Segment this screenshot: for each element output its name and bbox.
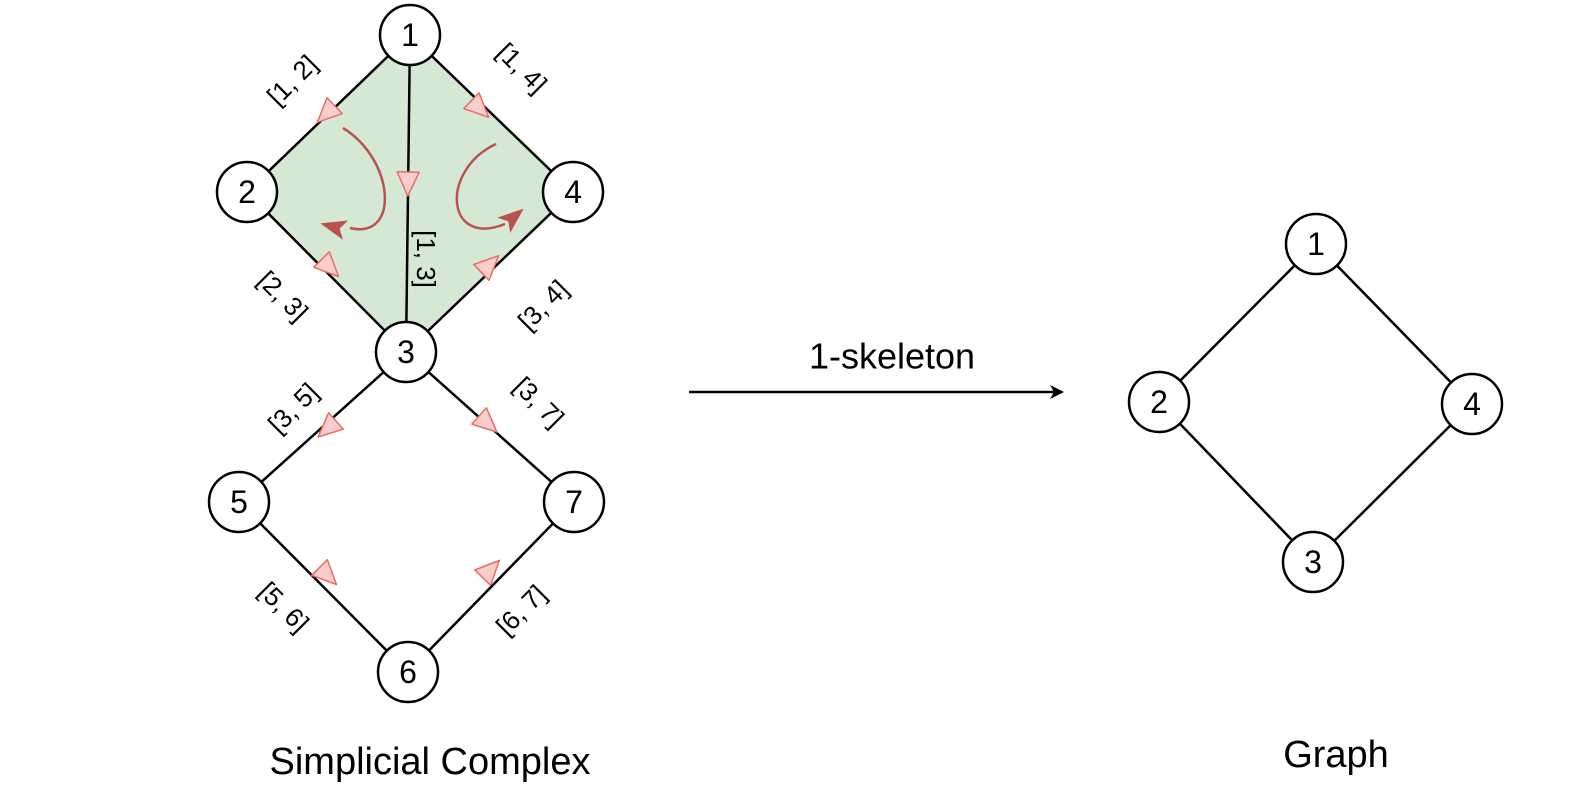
edge-5-6	[238, 501, 409, 673]
simplicial-complex: [1, 2] [1, 4] [1, 3] [2, 3] [3, 4] [3, 5…	[207, 3, 606, 783]
edge-direction-marker-3-4	[472, 254, 500, 281]
edge-direction-marker-6-7	[474, 559, 501, 587]
graph-edge-2-3	[1158, 401, 1314, 563]
edge-direction-marker-1-2	[316, 97, 344, 124]
triangle-1-2-3	[247, 35, 410, 352]
complex-node-4: 4	[541, 160, 605, 224]
complex-node-2: 2	[215, 160, 279, 224]
edge-direction-marker-1-4	[462, 92, 490, 119]
complex-node-label: 7	[565, 484, 583, 520]
edge-label-6-7: [6, 7]	[490, 579, 552, 641]
edge-label-3-7: [3, 7]	[508, 371, 570, 433]
graph-node-1: 1	[1284, 212, 1348, 276]
edge-direction-marker-1-3	[396, 171, 420, 197]
graph-node-label: 3	[1304, 544, 1322, 580]
complex-node-7: 7	[542, 470, 606, 534]
complex-node-label: 3	[397, 334, 415, 370]
edge-direction-marker-5-6	[310, 558, 338, 586]
complex-node-label: 5	[230, 484, 248, 520]
graph-node-2: 2	[1127, 370, 1191, 434]
edge-direction-marker-3-5	[317, 412, 345, 438]
edge-direction-marker-3-7	[470, 407, 498, 433]
skeleton-arrow: 1-skeleton	[689, 336, 1064, 399]
edge-label-1-4: [1, 4]	[491, 37, 553, 99]
graph-node-4: 4	[1440, 372, 1504, 436]
graph: 1 2 3 4 Graph	[1127, 212, 1504, 776]
edge-direction-marker-2-3	[312, 250, 340, 278]
arrow-label: 1-skeleton	[809, 336, 975, 377]
edge-label-1-2: [1, 2]	[261, 49, 323, 111]
triangle-orientation-arrowhead-right	[497, 208, 524, 233]
graph-edge-1-2	[1158, 243, 1317, 403]
edge-6-7	[407, 501, 575, 673]
complex-node-6: 6	[376, 640, 440, 704]
graph-edge-1-4	[1315, 243, 1473, 405]
triangle-orientation-curve-left	[342, 126, 386, 231]
edge-label-5-6: [5, 6]	[253, 576, 315, 638]
complex-node-label: 2	[238, 174, 256, 210]
triangle-orientation-curve-right	[455, 142, 506, 230]
complex-node-label: 6	[399, 654, 417, 690]
edge-label-1-3: [1, 3]	[411, 230, 441, 288]
complex-node-3: 3	[374, 320, 438, 384]
edge-label-3-4: [3, 4]	[512, 274, 574, 336]
edge-1-4	[409, 34, 574, 193]
edge-label-3-5: [3, 5]	[262, 377, 324, 439]
graph-node-label: 1	[1307, 226, 1325, 262]
complex-caption: Simplicial Complex	[270, 741, 591, 783]
edge-label-2-3: [2, 3]	[252, 265, 314, 327]
graph-node-3: 3	[1281, 530, 1345, 594]
triangle-orientation-arrowhead-left	[320, 220, 349, 240]
graph-edge-3-4	[1312, 403, 1473, 563]
graph-node-label: 2	[1150, 384, 1168, 420]
triangle-1-3-4	[406, 35, 573, 352]
complex-node-1: 1	[378, 3, 442, 67]
complex-node-label: 1	[401, 17, 419, 53]
graph-node-label: 4	[1463, 386, 1481, 422]
complex-node-label: 4	[564, 174, 582, 210]
complex-node-5: 5	[207, 470, 271, 534]
graph-caption: Graph	[1283, 734, 1389, 776]
